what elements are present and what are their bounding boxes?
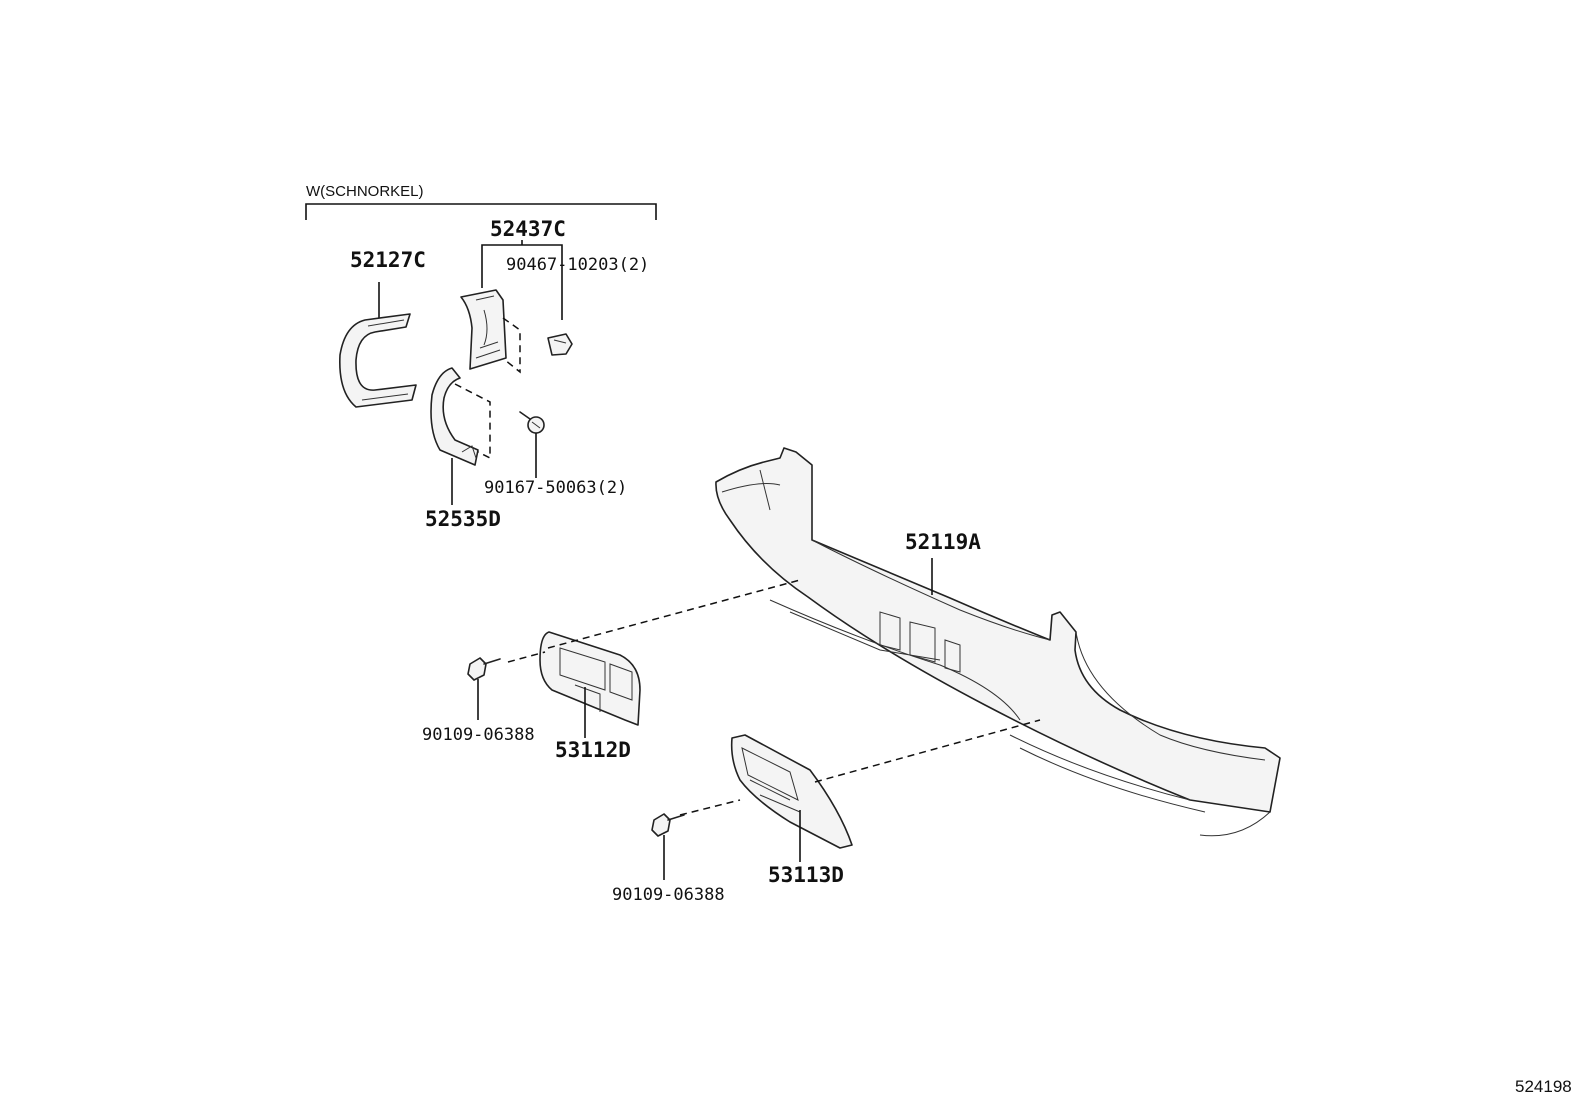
part-52535D-trim[interactable]: [430, 367, 491, 466]
part-53112D-grille[interactable]: [539, 631, 641, 726]
callout-52127C[interactable]: 52127C: [350, 248, 426, 272]
screw-90167-icon[interactable]: [519, 411, 545, 434]
callout-53113D[interactable]: 53113D: [768, 863, 844, 887]
callout-53112D[interactable]: 53112D: [555, 738, 631, 762]
part-52437C-bracket[interactable]: [460, 289, 521, 374]
part-53113D-grille[interactable]: [730, 734, 853, 849]
bolt-90109-right-icon[interactable]: [651, 813, 685, 837]
figure-number: 524198: [1515, 1077, 1572, 1096]
callout-90467-10203[interactable]: 90467-10203(2): [506, 255, 649, 275]
callout-52119A[interactable]: 52119A: [905, 530, 981, 554]
callout-52437C[interactable]: 52437C: [490, 217, 566, 241]
group-bracket: [305, 203, 657, 220]
guide-53112D: [507, 579, 801, 663]
bolt-90109-left-icon[interactable]: [467, 657, 501, 681]
clip-90467-icon[interactable]: [547, 333, 573, 356]
callout-90109-06388-left[interactable]: 90109-06388: [422, 725, 535, 745]
callout-90167-50063[interactable]: 90167-50063(2): [484, 478, 627, 498]
group-header-label: W(SCHNORKEL): [306, 183, 424, 200]
callout-90109-06388-right[interactable]: 90109-06388: [612, 885, 725, 905]
part-52127C-trim[interactable]: [339, 313, 417, 408]
callout-52535D[interactable]: 52535D: [425, 507, 501, 531]
part-52119A-bumper[interactable]: [715, 447, 1281, 837]
guide-53113D: [679, 719, 1041, 816]
